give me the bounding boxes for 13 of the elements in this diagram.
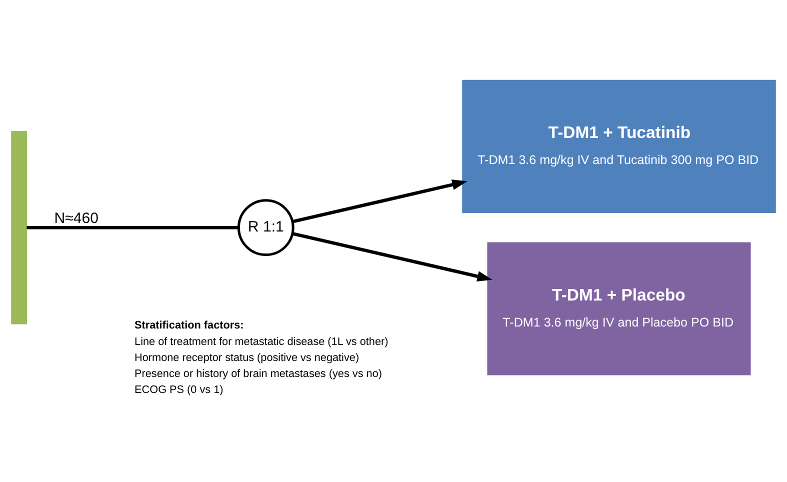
node-bar	[11, 130, 27, 324]
node-box: T-DM1 + Placebo T-DM1 3.6 mg/kg IV and Placebo PO BID	[487, 242, 751, 376]
label: Hormone receptor status (positive vs negative)	[134, 352, 360, 364]
arrow	[292, 232, 492, 282]
connector	[26, 226, 239, 230]
label: Presence or history of brain metastases (yes vs no)	[134, 368, 382, 380]
node-circle: R 1:1	[237, 199, 294, 256]
label: Line of treatment for metastatic disease (1L vs other)	[134, 336, 388, 348]
label: ECOG PS (0 vs 1)	[134, 384, 224, 396]
edge-label: N≈460	[54, 210, 98, 227]
label: Stratification factors:	[134, 319, 244, 332]
node-box: T-DM1 + Tucatinib T-DM1 3.6 mg/kg IV and Tucatinib 300 mg PO BID	[462, 80, 776, 213]
arrow	[292, 180, 468, 224]
